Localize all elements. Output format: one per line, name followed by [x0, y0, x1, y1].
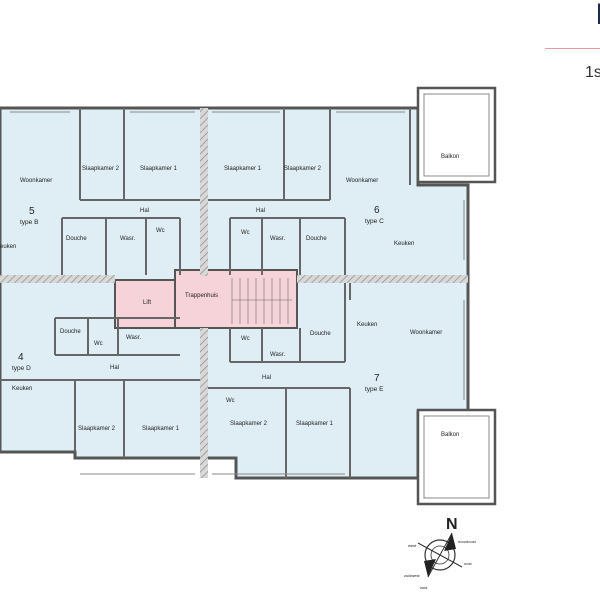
label-wasr-5: Wasr. — [120, 236, 135, 242]
header-divider — [545, 48, 600, 49]
label-douche-5: Douche — [66, 236, 87, 242]
label-wasr-4: Wasr. — [126, 335, 141, 341]
label-wc-7a: Wc — [241, 336, 250, 342]
unit-type: type B — [20, 219, 38, 226]
label-slaapkamer1-6: Slaapkamer 1 — [224, 166, 262, 172]
label-keuken-6: Keuken — [394, 241, 414, 247]
label-slaapkamer1-4: Slaapkamer 1 — [142, 426, 180, 432]
unit-number: 4 — [18, 352, 24, 363]
unit-type: type C — [365, 218, 384, 225]
label-wc-4: Wc — [94, 341, 103, 347]
compass-label-zuid: zuid — [420, 585, 427, 590]
unit-5-id: 5 type B — [20, 206, 38, 226]
label-woonkamer-5: Woonkamer — [20, 178, 52, 184]
label-balkon-top: Balkon — [441, 154, 459, 160]
label-hal-6: Hal — [256, 208, 265, 214]
balcony-bottom — [416, 408, 497, 506]
compass-label-zuidwest: zuidwest — [404, 573, 420, 578]
label-slaapkamer1-5: Slaapkamer 1 — [140, 166, 178, 172]
label-wasr-7: Wasr. — [270, 352, 285, 358]
label-douche-6: Douche — [306, 236, 327, 242]
page-title: F — [596, 0, 600, 30]
unit-number: 7 — [374, 373, 380, 384]
stair-steps — [231, 278, 292, 324]
label-slaapkamer2-7: Slaapkamer 2 — [230, 421, 268, 427]
label-woonkamer-6: Woonkamer — [346, 178, 378, 184]
label-douche-7: Douche — [310, 331, 331, 337]
structural-wall-vertical-bottom — [200, 328, 208, 478]
label-wc-7b: Wc — [226, 398, 235, 404]
label-woonkamer-7: Woonkamer — [410, 330, 442, 336]
unit-number: 6 — [374, 205, 380, 216]
label-keuken-5: euken — [0, 244, 16, 250]
unit-7-id: 7 type E — [365, 373, 384, 393]
stairwell — [174, 269, 298, 329]
unit-6-id: 6 type C — [365, 205, 384, 225]
compass-label-noordoost: noordoost — [458, 539, 477, 544]
label-slaapkamer2-5: Slaapkamer 2 — [82, 166, 120, 172]
label-trappenhuis: Trappenhuis — [185, 293, 218, 299]
label-hal-4: Hal — [110, 365, 119, 371]
label-wasr-6: Wasr. — [270, 236, 285, 242]
label-slaapkamer1-7: Slaapkamer 1 — [296, 421, 334, 427]
compass-rose: N west noordoost oost zuid zuidwest — [404, 516, 477, 590]
compass-north: N — [446, 516, 458, 533]
label-keuken-4: Keuken — [12, 386, 32, 392]
unit-type: type D — [12, 365, 31, 372]
label-balkon-bottom: Balkon — [441, 432, 459, 438]
compass-label-west: west — [408, 543, 417, 548]
window-marks — [10, 111, 465, 475]
structural-wall-vertical-top — [200, 108, 208, 276]
unit-type: type E — [365, 386, 384, 393]
label-wc-5: Wc — [156, 228, 165, 234]
label-lift: Lift — [143, 300, 151, 306]
interior-walls — [0, 108, 411, 478]
label-hal-5: Hal — [140, 208, 149, 214]
label-douche-4: Douche — [60, 329, 81, 335]
label-wc-6: Wc — [241, 230, 250, 236]
unit-4-id: 4 type D — [12, 352, 31, 372]
unit-number: 5 — [29, 206, 35, 217]
structural-wall-horizontal-right — [297, 275, 468, 283]
label-keuken-7: Keuken — [357, 322, 377, 328]
label-slaapkamer2-6: Slaapkamer 2 — [284, 166, 322, 172]
floor-label: 1s — [585, 64, 600, 81]
label-hal-7: Hal — [262, 375, 271, 381]
balcony-top — [416, 86, 497, 184]
compass-label-oost: oost — [464, 561, 472, 566]
label-slaapkamer2-4: Slaapkamer 2 — [78, 426, 116, 432]
structural-wall-horizontal — [0, 275, 115, 283]
